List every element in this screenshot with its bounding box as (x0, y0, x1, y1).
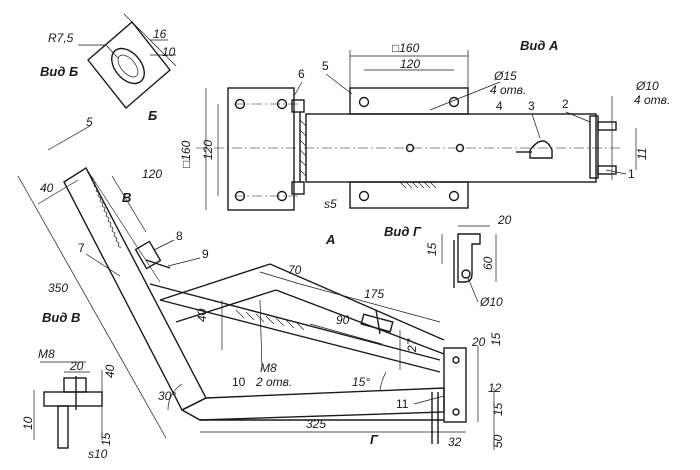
view-v-title: Вид В (42, 310, 80, 325)
part-label-8: 8 (176, 229, 183, 243)
view-b-title: Вид Б (40, 64, 78, 79)
main-part-labels: 7 8 9 10 11 (78, 229, 445, 411)
dim-40-mid: 40 (195, 308, 209, 322)
dim-15-end: 15 (489, 332, 503, 346)
view-a-thickness: s5 (324, 197, 337, 211)
main-view-labels: Б А Г В 5 40 120 350 40 70 175 90 27 M8 … (40, 108, 505, 449)
dim-70: 70 (288, 263, 302, 277)
view-b-dim-16: 16 (153, 27, 167, 41)
view-b-detail: R7,5 16 10 Вид Б (40, 13, 177, 110)
dim-15b-end: 15 (491, 402, 505, 416)
view-a-title: Вид А (520, 38, 558, 53)
part-label-9: 9 (202, 247, 209, 261)
dim-325: 325 (306, 417, 326, 431)
view-a-part-labels: 6 5 4 3 2 1 (293, 59, 635, 181)
view-g-dim-15: 15 (425, 242, 439, 256)
view-g-dim-60: 60 (481, 256, 495, 270)
thread-m8-main: M8 (260, 361, 277, 375)
view-a-hole-count: 4 отв. (490, 83, 526, 97)
view-a-inner-120: 120 (400, 57, 420, 71)
dim-90: 90 (336, 313, 350, 327)
dim-12-end: 12 (488, 381, 502, 395)
view-g-dim-20: 20 (497, 213, 512, 227)
view-g-hole-d10: Ø10 (479, 295, 503, 309)
part-label-7: 7 (78, 241, 85, 255)
view-v-dim-20: 20 (69, 359, 84, 373)
dim-32: 32 (448, 435, 462, 449)
view-a-dim-11: 11 (635, 148, 649, 160)
part-label-5-top: 5 (322, 59, 329, 73)
view-a-width-sq: □160 (392, 41, 420, 55)
marker-b: Б (148, 108, 157, 123)
main-side-view (17, 125, 495, 450)
view-a-hole-d10: Ø10 (635, 79, 659, 93)
part-label-2: 2 (562, 97, 569, 111)
part-label-11: 11 (396, 397, 409, 411)
dim-40-top: 40 (40, 181, 54, 195)
angle-15: 15° (352, 375, 370, 389)
view-a: Вид А (179, 38, 670, 211)
marker-a: А (325, 232, 335, 247)
view-v-dim-15: 15 (99, 432, 113, 446)
dim-175: 175 (364, 287, 384, 301)
dim-5: 5 (86, 115, 93, 129)
view-v-thread: M8 (38, 347, 55, 361)
view-g-title: Вид Г (384, 224, 422, 239)
part-label-4: 4 (496, 99, 503, 113)
view-a-height-120: 120 (201, 140, 215, 160)
dim-27: 27 (405, 337, 419, 353)
view-v-dim-40: 40 (103, 364, 117, 378)
view-g: Вид Г 20 15 60 Ø10 (384, 213, 512, 309)
view-v: Вид В M8 20 40 10 15 s10 (21, 310, 117, 461)
view-v-thickness: s10 (88, 447, 108, 461)
view-a-height-sq: □160 (179, 140, 193, 168)
part-label-6: 6 (298, 67, 305, 81)
marker-v: В (122, 190, 131, 205)
hole-count-2: 2 отв. (255, 375, 292, 389)
view-b-dim-10: 10 (162, 45, 176, 59)
marker-g: Г (370, 432, 379, 447)
part-label-10: 10 (232, 375, 246, 389)
view-a-hole-count-b: 4 отв. (634, 93, 670, 107)
dim-120: 120 (142, 167, 162, 181)
view-b-radius: R7,5 (48, 31, 74, 45)
view-a-hole-d15: Ø15 (493, 69, 517, 83)
part-label-1: 1 (628, 167, 635, 181)
dim-20-end: 20 (471, 335, 486, 349)
angle-30: 30° (158, 389, 176, 403)
dim-350: 350 (48, 281, 68, 295)
view-v-dim-10: 10 (21, 416, 35, 430)
dim-50-end: 50 (491, 434, 505, 448)
part-label-3: 3 (528, 99, 535, 113)
